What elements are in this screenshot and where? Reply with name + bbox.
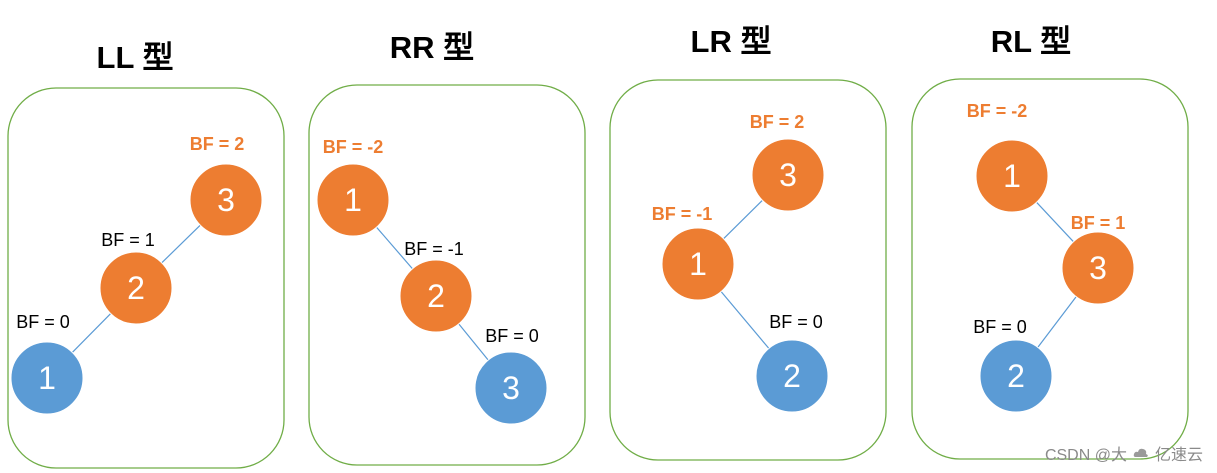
balance-factor-label: BF = 0 [16,312,70,332]
tree-edge [1037,296,1077,348]
panel-title: RR 型 [390,30,474,65]
node-label: 1 [38,360,56,396]
balance-factor-label: BF = 1 [101,230,155,250]
node-label: 2 [1007,358,1025,394]
panel-border [308,84,586,466]
tree-edge [1036,201,1074,243]
balance-factor-label: BF = 0 [769,312,823,332]
tree-node-3 [1061,231,1135,305]
watermark: CSDN @大 亿速云 [1045,441,1203,465]
tree-edge [376,226,413,270]
tree-edge [458,323,489,361]
tree-node-1 [661,227,735,301]
tree-edge [723,199,763,240]
node-label: 1 [344,182,362,218]
panel-2: RR 型 1 BF = -2 2 BF = -1 3 BF = 0 [308,30,586,466]
panel-title: LR 型 [691,24,772,59]
tree-node-1 [975,139,1049,213]
balance-factor-label: BF = 0 [973,317,1027,337]
tree-node-3 [474,351,548,425]
tree-node-2 [755,339,829,413]
tree-node-2 [99,251,173,325]
node-label: 1 [1003,158,1021,194]
tree-edge [720,291,770,349]
node-label: 2 [783,358,801,394]
tree-node-2 [399,259,473,333]
balance-factor-label: BF = 2 [190,134,245,154]
node-label: 1 [689,246,707,282]
node-label: 2 [127,270,145,306]
panel-4: RL 型 1 BF = -2 3 BF = 1 2 BF = 0 [911,24,1189,460]
watermark-source: CSDN @大 [1044,447,1127,464]
node-label: 3 [779,157,797,193]
panel-3: LR 型 3 BF = 2 1 BF = -1 2 BF = 0 [609,24,887,461]
tree-edge [71,313,112,353]
balance-factor-label: BF = -1 [404,239,464,259]
balance-factor-label: BF = 2 [750,112,805,132]
node-label: 3 [502,370,520,406]
node-label: 2 [427,278,445,314]
panel-title: LL 型 [97,40,174,75]
cloud-logo-icon [1133,448,1148,457]
panel-border [911,78,1189,460]
tree-edge [161,224,201,264]
tree-node-1 [10,341,84,415]
tree-node-3 [751,138,825,212]
tree-node-2 [979,339,1053,413]
watermark-brand: 亿速云 [1154,447,1203,464]
panel-1: LL 型 3 BF = 2 2 BF = 1 1 BF = 0 [7,40,285,469]
node-label: 3 [217,182,235,218]
balance-factor-label: BF = 1 [1071,213,1126,233]
balance-factor-label: BF = 0 [485,326,539,346]
balance-factor-label: BF = -2 [967,101,1028,121]
balance-factor-label: BF = -1 [652,204,713,224]
tree-node-3 [189,163,263,237]
panel-border [609,79,887,461]
panel-border [7,87,285,469]
balance-factor-label: BF = -2 [323,137,384,157]
panel-title: RL 型 [991,24,1071,59]
node-label: 3 [1089,250,1107,286]
tree-node-1 [316,163,390,237]
